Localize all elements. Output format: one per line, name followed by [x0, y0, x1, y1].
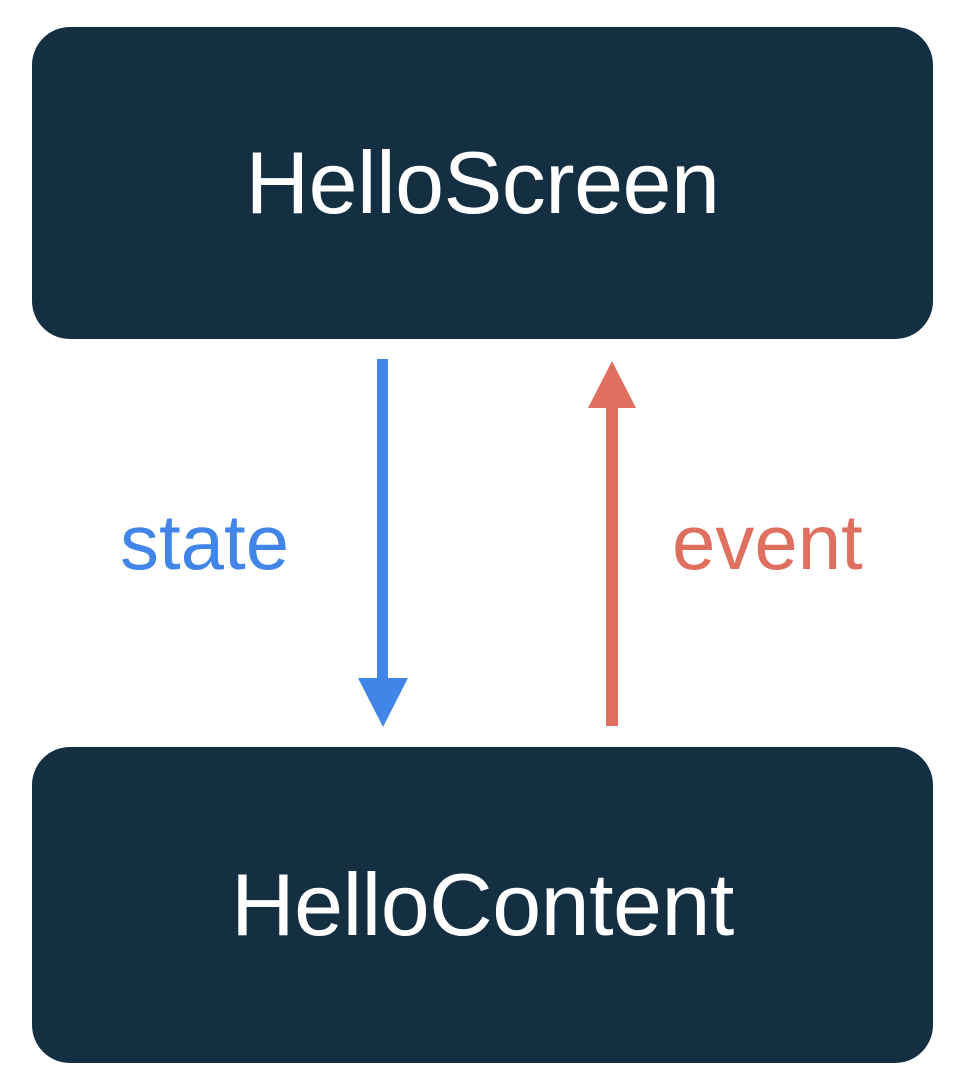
- event-arrow-up: [588, 361, 636, 726]
- edge-label-event: event: [672, 498, 863, 586]
- state-arrow-down: [358, 359, 408, 727]
- node-hello-content-label: HelloContent: [231, 855, 734, 954]
- node-hello-content[interactable]: HelloContent: [32, 747, 933, 1063]
- state-arrow-head: [358, 678, 408, 727]
- event-arrow-head: [588, 361, 636, 408]
- edge-label-state: state: [120, 498, 290, 586]
- node-hello-screen[interactable]: HelloScreen: [32, 27, 933, 339]
- node-hello-screen-label: HelloScreen: [245, 133, 720, 232]
